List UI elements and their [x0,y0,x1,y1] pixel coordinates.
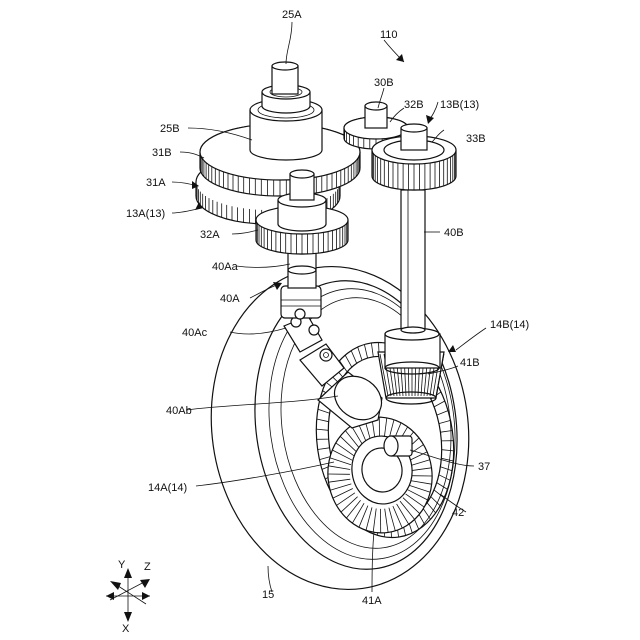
label-40ac: 40Ac [182,327,208,339]
shaft-40b [385,190,440,374]
label-31b: 31B [152,147,172,159]
label-15: 15 [262,589,274,601]
label-14a: 14A(14) [148,482,187,494]
label-37: 37 [478,461,490,473]
label-25a: 25A [282,9,302,21]
arrow-13b [426,115,434,124]
axis-x-label: X [122,623,130,635]
label-40a: 40A [220,293,240,305]
label-32a: 32A [200,229,220,241]
label-32b: 32B [404,99,424,111]
shaft-25a [272,62,298,94]
label-13a: 13A(13) [126,208,165,220]
label-42: 42 [452,507,464,519]
label-41b: 41B [460,357,480,369]
axis-z-label: Z [144,561,151,573]
label-40ab: 40Ab [166,405,192,417]
arrow-14b [448,345,456,352]
label-14b: 14B(14) [490,319,529,331]
label-31a: 31A [146,177,166,189]
label-33b: 33B [466,133,486,145]
label-30b: 30B [374,77,394,89]
shaft-37 [384,436,412,456]
label-110: 110 [380,29,398,41]
label-41a: 41A [362,595,382,607]
bearing-25b [250,85,322,160]
label-40aa: 40Aa [212,261,239,273]
label-13b: 13B(13) [440,99,479,111]
label-40b: 40B [444,227,464,239]
label-25b: 25B [160,123,180,135]
axis-indicator: Y Z X [106,559,151,635]
axis-y-label: Y [118,559,126,571]
